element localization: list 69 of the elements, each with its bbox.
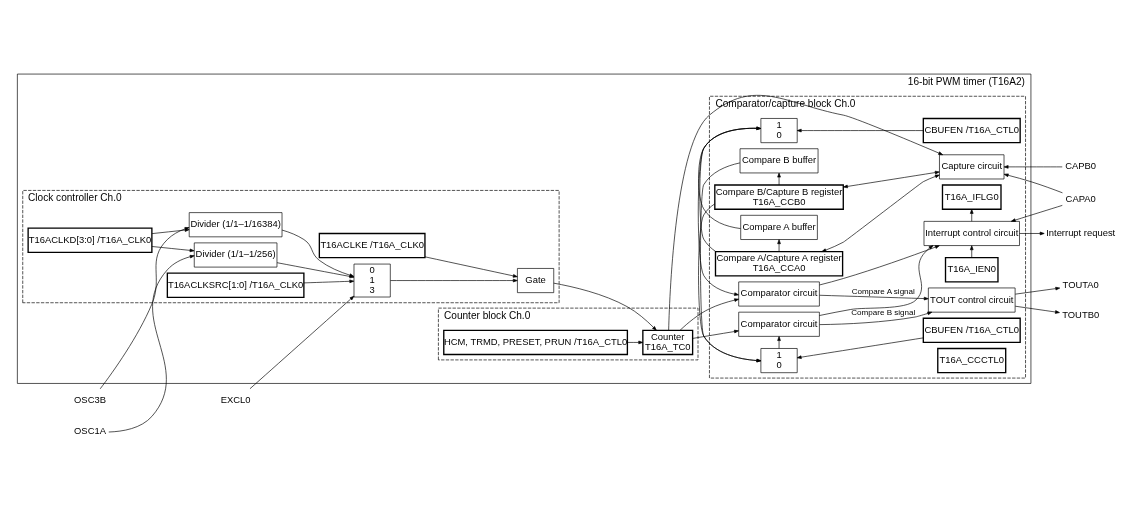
arrow bbox=[699, 126, 762, 252]
node-box: T16ACLKD[3:0] /T16A_CLK0 bbox=[27, 227, 153, 253]
node-box: Compare A buffer bbox=[740, 214, 818, 240]
node-box: 1 0 bbox=[760, 118, 798, 143]
node-box: CBUFEN /T16A_CTL0 bbox=[922, 317, 1021, 344]
arrow bbox=[424, 256, 518, 278]
arrow bbox=[679, 298, 739, 331]
node-box: T16ACLKSRC[1:0] /T16A_CLK0 bbox=[166, 272, 305, 299]
node-box: Comparator circuit bbox=[738, 281, 820, 307]
node-text: CAPA0 bbox=[1065, 193, 1096, 205]
arrow bbox=[698, 126, 762, 229]
arrow bbox=[627, 340, 644, 345]
arrow bbox=[1003, 165, 1063, 169]
arrow bbox=[819, 245, 934, 316]
arrow bbox=[1014, 305, 1060, 314]
arrow bbox=[697, 127, 762, 296]
node-text: OSC3B bbox=[74, 394, 106, 406]
node-text: Interrupt request bbox=[1046, 226, 1116, 238]
node-box: 1 0 bbox=[760, 348, 798, 374]
arrow bbox=[303, 279, 355, 284]
node-box: T16A_IEN0 bbox=[944, 257, 999, 283]
arrow bbox=[777, 336, 781, 349]
node-text: TOUTB0 bbox=[1062, 309, 1100, 321]
node-box: Comparator circuit bbox=[738, 311, 820, 337]
arrow bbox=[777, 172, 781, 186]
node-box: Compare B/Capture B register T16A_CCB0 bbox=[714, 184, 844, 210]
node-text: CAPB0 bbox=[1065, 160, 1097, 172]
arrow bbox=[151, 246, 195, 253]
arrow bbox=[819, 245, 940, 286]
arrow bbox=[1003, 173, 1063, 194]
arrow bbox=[553, 282, 657, 331]
arrow bbox=[1019, 231, 1045, 236]
arrow bbox=[777, 239, 781, 252]
arrow bbox=[99, 227, 190, 390]
node-box: CBUFEN /T16A_CTL0 bbox=[922, 117, 1021, 144]
arrow bbox=[700, 162, 762, 363]
node-text: OSC1A bbox=[74, 424, 106, 436]
arrow bbox=[151, 228, 190, 234]
node-text: EXCL0 bbox=[220, 394, 251, 406]
node-box: T16A_IFLG0 bbox=[941, 184, 1002, 210]
arrow bbox=[1014, 286, 1061, 295]
arrow bbox=[970, 209, 974, 222]
node-box: HCM, TRMD, PRESET, PRUN /T16A_CTL0 bbox=[443, 329, 629, 356]
node-box: TOUT control circuit bbox=[928, 287, 1016, 313]
arrow bbox=[698, 203, 762, 363]
node-box: Capture circuit bbox=[939, 154, 1005, 180]
arrow bbox=[819, 294, 929, 301]
node-box: T16ACLKE /T16A_CLK0 bbox=[318, 232, 426, 259]
arrow bbox=[1010, 205, 1063, 222]
arrow bbox=[668, 95, 943, 331]
node-box: T16A_CCCTL0 bbox=[937, 347, 1007, 374]
node-box: Gate bbox=[517, 268, 555, 293]
node-box: Compare B buffer bbox=[739, 148, 819, 174]
arrow bbox=[796, 128, 924, 133]
arrow bbox=[843, 170, 940, 189]
arrow bbox=[821, 174, 940, 252]
node-box: Counter T16A_TC0 bbox=[642, 329, 694, 356]
node-box: Divider (1/1–1/16384) bbox=[188, 212, 283, 238]
node-box: Interrupt control circuit bbox=[923, 221, 1020, 246]
node-box: 0 1 3 bbox=[353, 263, 391, 298]
arrow bbox=[796, 337, 924, 359]
arrow bbox=[970, 245, 974, 258]
arrow bbox=[249, 295, 355, 390]
arrow bbox=[692, 329, 739, 339]
arrow bbox=[819, 311, 933, 325]
node-text: TOUTA0 bbox=[1062, 278, 1099, 290]
node-box: Divider (1/1–1/256) bbox=[193, 242, 278, 268]
arrow bbox=[390, 278, 518, 283]
arrow bbox=[108, 254, 195, 433]
